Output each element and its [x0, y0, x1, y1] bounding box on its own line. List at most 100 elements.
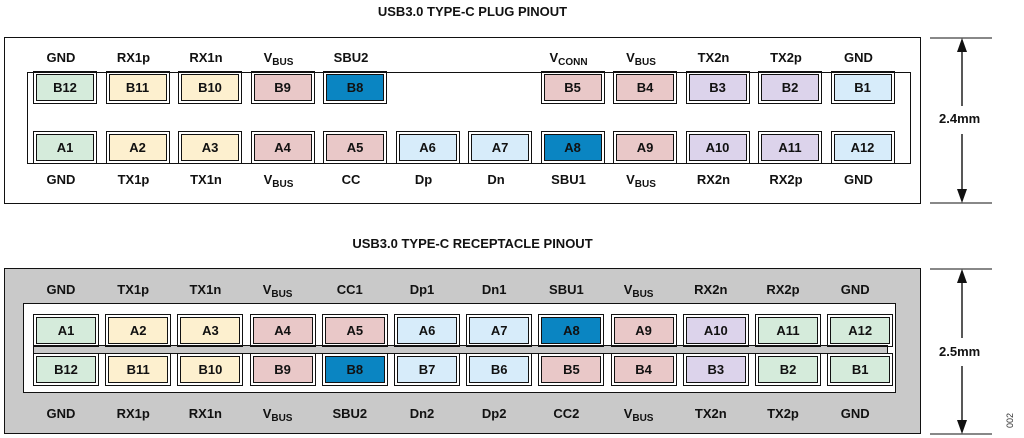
receptacle-pin-b8: B8	[321, 353, 388, 386]
receptacle-top-signal-label: GND	[840, 282, 870, 297]
receptacle-pin-b6: B6	[466, 353, 533, 386]
plug-pin-a4: A4	[250, 131, 315, 164]
plug-top-signal-label: VBUS	[263, 50, 294, 68]
receptacle-pin-a8: A8	[538, 314, 605, 347]
receptacle-pin-b11: B11	[105, 353, 172, 386]
receptacle-pin-b4: B4	[610, 353, 677, 386]
plug-inner-outline	[27, 72, 911, 164]
receptacle-bottom-signal-label: GND	[46, 406, 76, 421]
receptacle-bottom-signal-label: RX1n	[188, 406, 222, 421]
plug-bottom-signal-label: SBU1	[551, 172, 586, 187]
plug-top-signal-label: RX1p	[116, 50, 151, 65]
receptacle-pin-a4: A4	[249, 314, 316, 347]
receptacle-pin-a11: A11	[755, 314, 821, 347]
plug-pin-a8: A8	[540, 131, 605, 164]
arrow-up-icon	[957, 269, 967, 283]
plug-bottom-signal-label: CC	[341, 172, 361, 187]
plug-top-signal-label: GND	[46, 50, 76, 65]
receptacle-pin-a10: A10	[682, 314, 749, 347]
arrow-up-icon	[957, 38, 967, 52]
plug-bottom-signal-label: Dp	[414, 172, 433, 187]
plug-pin-a10: A10	[685, 131, 750, 164]
receptacle-bottom-signal-label: GND	[840, 406, 870, 421]
receptacle-pin-b5: B5	[538, 353, 605, 386]
figure-id: 002	[1005, 412, 1015, 428]
plug-pin-a11: A11	[758, 131, 822, 164]
plug-bottom-signal-label: RX2p	[769, 172, 803, 187]
receptacle-pin-a7: A7	[466, 314, 533, 347]
receptacle-pin-a6: A6	[394, 314, 460, 347]
receptacle-pin-b2: B2	[755, 353, 821, 386]
receptacle-top-signal-label: RX2n	[694, 282, 728, 297]
plug-dimension	[930, 37, 992, 204]
receptacle-bottom-signal-label: SBU2	[332, 406, 368, 421]
plug-top-signal-label: TX2n	[697, 50, 730, 65]
receptacle-pin-a3: A3	[177, 314, 244, 347]
plug-pin-a12: A12	[830, 131, 895, 164]
arrow-down-icon	[957, 420, 967, 434]
receptacle-bottom-signal-label: RX1p	[116, 406, 150, 421]
plug-pin-a9: A9	[613, 131, 677, 164]
plug-pin-b12: B12	[33, 71, 97, 104]
receptacle-bottom-signal-label: Dn2	[409, 406, 435, 421]
receptacle-top-signal-label: CC1	[336, 282, 363, 297]
plug-top-signal-label: VCONN	[549, 50, 588, 68]
receptacle-pin-b12: B12	[33, 353, 99, 386]
receptacle-pin-a1: A1	[33, 314, 99, 347]
receptacle-top-signal-label: VBUS	[262, 282, 293, 300]
plug-pin-b4: B4	[613, 71, 677, 104]
receptacle-title: USB3.0 TYPE-C RECEPTACLE PINOUT	[352, 236, 593, 251]
plug-pin-a7: A7	[468, 131, 532, 164]
receptacle-top-signal-label: TX1n	[189, 282, 222, 297]
receptacle-top-signal-label: TX1p	[117, 282, 150, 297]
receptacle-pin-b10: B10	[177, 353, 244, 386]
receptacle-dimension-label: 2.5mm	[939, 344, 981, 359]
receptacle-dimension	[930, 268, 992, 435]
receptacle-bottom-signal-label: Dp2	[481, 406, 507, 421]
arrow-down-icon	[957, 189, 967, 203]
plug-top-signal-label: TX2p	[770, 50, 802, 65]
plug-bottom-signal-label: Dn	[487, 172, 505, 187]
receptacle-pin-a2: A2	[105, 314, 172, 347]
plug-pin-b8: B8	[323, 71, 387, 104]
receptacle-top-signal-label: Dn1	[481, 282, 507, 297]
plug-bottom-signal-label: TX1n	[190, 172, 222, 187]
receptacle-bottom-signal-label: TX2n	[694, 406, 727, 421]
receptacle-pin-a9: A9	[610, 314, 677, 347]
plug-pin-b3: B3	[685, 71, 750, 104]
receptacle-top-signal-label: RX2p	[766, 282, 800, 297]
receptacle-top-signal-label: VBUS	[623, 282, 654, 300]
plug-pin-a6: A6	[395, 131, 460, 164]
receptacle-top-signal-label: SBU1	[549, 282, 584, 297]
plug-top-signal-label: VBUS	[626, 50, 656, 68]
receptacle-top-signal-label: Dp1	[409, 282, 435, 297]
plug-pin-b1: B1	[830, 71, 895, 104]
plug-top-signal-label: GND	[844, 50, 873, 65]
receptacle-pin-b9: B9	[249, 353, 316, 386]
plug-dimension-label: 2.4mm	[939, 111, 981, 126]
receptacle-bottom-signal-label: CC2	[553, 406, 580, 421]
receptacle-pin-b1: B1	[827, 353, 894, 386]
receptacle-pin-a12: A12	[827, 314, 894, 347]
plug-pin-a5: A5	[323, 131, 387, 164]
plug-pin-b10: B10	[178, 71, 242, 104]
receptacle-bottom-signal-label: VBUS	[262, 406, 293, 424]
plug-panel	[4, 37, 921, 204]
plug-bottom-signal-label: TX1p	[117, 172, 150, 187]
receptacle-bottom-signal-label: TX2p	[767, 406, 799, 421]
plug-pin-b2: B2	[758, 71, 822, 104]
plug-bottom-signal-label: VBUS	[626, 172, 656, 190]
receptacle-pin-b7: B7	[394, 353, 460, 386]
plug-bottom-signal-label: GND	[844, 172, 873, 187]
plug-bottom-signal-label: VBUS	[263, 172, 294, 190]
plug-top-signal-label: RX1n	[189, 50, 223, 65]
plug-bottom-signal-label: GND	[46, 172, 76, 187]
plug-bottom-signal-label: RX2n	[696, 172, 731, 187]
plug-pin-a1: A1	[33, 131, 97, 164]
receptacle-pin-a5: A5	[321, 314, 388, 347]
plug-top-signal-label: SBU2	[333, 50, 369, 65]
receptacle-center-tongue	[33, 345, 888, 354]
plug-pin-a2: A2	[105, 131, 170, 164]
plug-pin-b9: B9	[250, 71, 315, 104]
plug-pin-b5: B5	[540, 71, 605, 104]
